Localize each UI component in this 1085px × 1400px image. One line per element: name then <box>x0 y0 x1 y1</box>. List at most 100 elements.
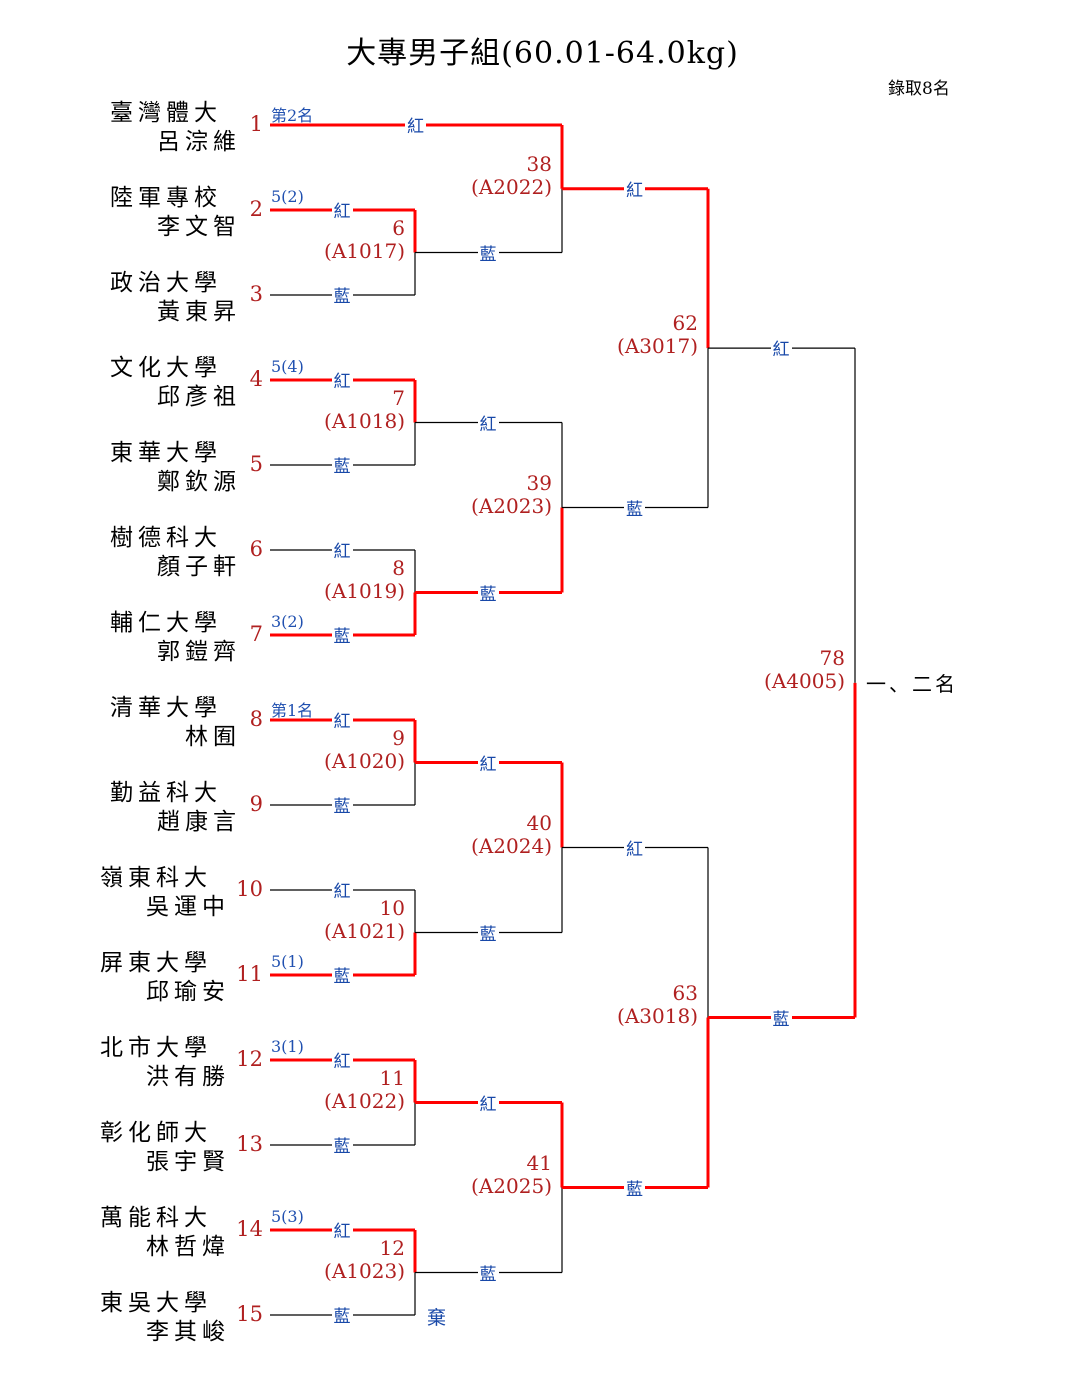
match-code: (A1019) <box>324 578 405 603</box>
corner-label-blue: 藍 <box>331 1132 353 1157</box>
player-result-note: 5(2) <box>271 187 304 206</box>
seed-number: 8 <box>249 707 263 731</box>
page-title: 大專男子組(60.01-64.0kg) <box>346 36 739 71</box>
match-code: (A1021) <box>324 918 405 943</box>
corner-label-blue: 藍 <box>331 962 353 987</box>
corner-label-red: 紅 <box>331 367 353 392</box>
match-code: (A2025) <box>471 1173 552 1198</box>
match-number: 8 <box>392 555 405 580</box>
forfeit-mark: 棄 <box>427 1307 447 1329</box>
player-result-note: 3(1) <box>271 1037 304 1056</box>
match-code: (A1023) <box>324 1258 405 1283</box>
match-number: 9 <box>392 725 405 750</box>
corner-label-red: 紅 <box>770 335 792 361</box>
corner-label-red: 紅 <box>477 749 499 775</box>
match-number: 63 <box>672 980 698 1005</box>
player-name: 林囿 <box>185 724 241 750</box>
match-number: 7 <box>392 385 405 410</box>
match-number: 40 <box>526 810 552 835</box>
final-placement-label: 一、二名 <box>866 672 958 696</box>
player-school: 屏東大學 <box>100 950 212 976</box>
corner-label-blue: 藍 <box>331 452 353 477</box>
player-name: 李其峻 <box>146 1319 230 1345</box>
corner-label-blue: 藍 <box>477 579 499 605</box>
corner-label-red: 紅 <box>331 1217 353 1242</box>
corner-label-blue: 藍 <box>624 1174 645 1200</box>
player-name: 張宇賢 <box>146 1149 230 1175</box>
match-code: (A1020) <box>324 748 405 773</box>
player-name: 李文智 <box>157 214 241 240</box>
player-school: 北市大學 <box>100 1035 212 1061</box>
seed-number: 4 <box>249 367 263 391</box>
seed-number: 6 <box>249 537 263 561</box>
player-school: 東華大學 <box>110 440 222 466</box>
seed-number: 5 <box>249 452 263 476</box>
player-result-note: 5(4) <box>271 357 304 376</box>
player-school: 輔仁大學 <box>110 610 222 636</box>
corner-label-red: 紅 <box>477 409 499 435</box>
player-school: 清華大學 <box>110 695 222 721</box>
corner-label-red: 紅 <box>331 707 353 732</box>
match-number: 39 <box>526 470 552 495</box>
match-number: 12 <box>379 1235 405 1260</box>
player-result-note: 5(1) <box>271 952 304 971</box>
corner-label-blue: 藍 <box>331 792 353 817</box>
match-code: (A1022) <box>324 1088 405 1113</box>
player-name: 黃東昇 <box>157 299 241 325</box>
seed-number: 15 <box>236 1302 263 1326</box>
corner-label-blue: 藍 <box>331 282 353 307</box>
match-number: 38 <box>526 151 552 176</box>
match-code: (A3017) <box>617 334 698 359</box>
player-school: 臺灣體大 <box>110 100 222 126</box>
match-code: (A2024) <box>471 833 552 858</box>
match-code: (A1018) <box>324 408 405 433</box>
player-name: 邱瑜安 <box>146 979 230 1005</box>
player-result-note: 第2名 <box>271 106 314 125</box>
quota-label: 錄取8名 <box>888 79 950 99</box>
corner-label-red: 紅 <box>331 1047 353 1072</box>
match-number: 62 <box>672 311 698 336</box>
corner-label-blue: 藍 <box>624 494 645 520</box>
corner-label-red: 紅 <box>331 877 353 902</box>
seed-number: 12 <box>236 1047 263 1071</box>
player-school: 勤益科大 <box>110 780 222 806</box>
corner-label-red: 紅 <box>405 112 426 137</box>
player-name: 林哲煒 <box>146 1234 230 1260</box>
player-name: 鄭欽源 <box>157 469 241 495</box>
match-number: 10 <box>379 895 405 920</box>
seed-number: 11 <box>236 962 263 986</box>
corner-label-red: 紅 <box>624 834 645 860</box>
player-name: 邱彥祖 <box>157 384 241 410</box>
player-name: 郭鎧齊 <box>157 639 241 665</box>
player-name: 呂淙維 <box>157 129 241 155</box>
player-name: 趙康言 <box>157 809 241 835</box>
corner-label-blue: 藍 <box>477 1259 499 1285</box>
player-school: 彰化師大 <box>100 1120 212 1146</box>
player-school: 政治大學 <box>110 270 222 296</box>
corner-label-blue: 藍 <box>331 1302 353 1327</box>
match-number: 41 <box>526 1150 552 1175</box>
corner-label-blue: 藍 <box>477 239 499 265</box>
match-code: (A4005) <box>764 668 845 693</box>
player-school: 文化大學 <box>110 355 222 381</box>
corner-label-red: 紅 <box>477 1089 499 1115</box>
match-number: 78 <box>819 645 845 670</box>
seed-number: 2 <box>249 197 263 221</box>
player-school: 萬能科大 <box>100 1205 212 1231</box>
player-name: 顏子軒 <box>157 554 241 580</box>
corner-label-red: 紅 <box>624 175 645 201</box>
seed-number: 3 <box>249 282 263 306</box>
match-code: (A2022) <box>471 174 552 199</box>
corner-label-blue: 藍 <box>770 1004 792 1030</box>
seed-number: 13 <box>236 1132 263 1156</box>
player-school: 樹德科大 <box>110 525 222 551</box>
player-school: 陸軍專校 <box>110 185 222 211</box>
seed-number: 7 <box>249 622 263 646</box>
match-code: (A2023) <box>471 493 552 518</box>
player-school: 東吳大學 <box>100 1290 212 1316</box>
seed-number: 1 <box>249 112 263 136</box>
player-result-note: 3(2) <box>271 612 304 631</box>
match-number: 6 <box>392 215 405 240</box>
player-school: 嶺東科大 <box>100 865 212 891</box>
